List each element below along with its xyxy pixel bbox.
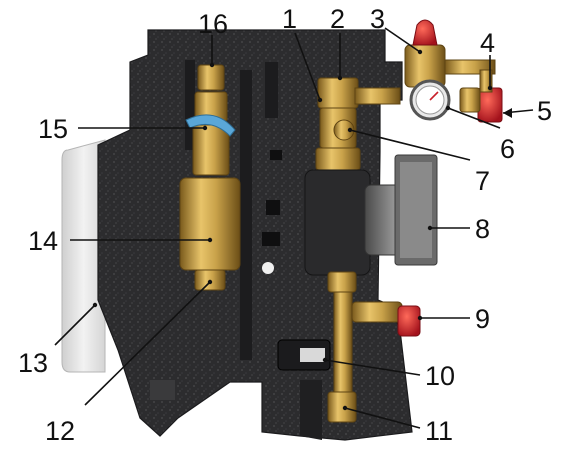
leader-7 [349, 129, 471, 161]
callout-8: 8 [475, 214, 490, 244]
callout-7: 7 [475, 166, 490, 196]
leader-12 [84, 281, 211, 406]
callout-5: 5 [537, 96, 552, 126]
callout-10: 10 [425, 361, 455, 391]
leader-11 [344, 407, 421, 429]
callout-15: 15 [38, 114, 68, 144]
circulator-pump [364, 154, 438, 266]
leader-3 [384, 27, 421, 53]
callout-6: 6 [500, 134, 515, 164]
callout-16: 16 [198, 9, 228, 39]
callout-labels: 1 2 3 4 5 6 7 8 9 10 11 12 13 14 15 16 [18, 4, 552, 446]
leader-lines [54, 27, 534, 429]
leader-1 [294, 32, 321, 101]
callout-4: 4 [480, 28, 495, 58]
callout-2: 2 [330, 4, 345, 34]
callout-14: 14 [28, 226, 58, 256]
leader-10 [324, 359, 421, 376]
callout-13: 13 [18, 348, 48, 378]
leader-6 [447, 107, 501, 129]
thermometer [277, 339, 331, 371]
callout-9: 9 [475, 304, 490, 334]
callout-3: 3 [370, 4, 385, 34]
callout-1: 1 [282, 4, 297, 34]
left-pipe-assembly [179, 64, 241, 291]
callout-11: 11 [425, 416, 453, 446]
leader-13 [54, 304, 96, 346]
right-pipe-assembly [304, 77, 401, 423]
callout-12: 12 [45, 416, 75, 446]
front-cover-panel [61, 139, 106, 373]
drain-valve [351, 301, 421, 337]
safety-group [404, 19, 503, 123]
